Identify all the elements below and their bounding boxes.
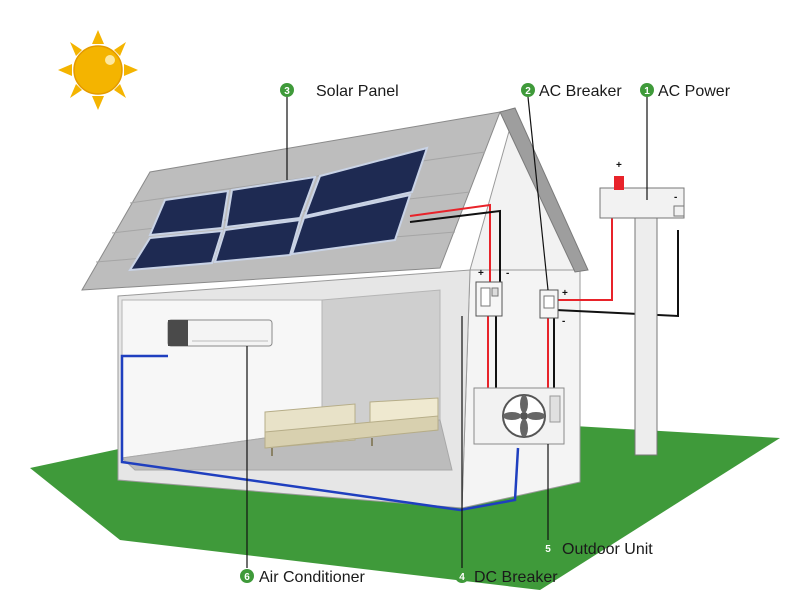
sign-minus: - xyxy=(506,268,509,279)
wire-indoor-loop xyxy=(120,354,520,512)
leader-ac-breaker xyxy=(527,96,549,291)
badge-number: 5 xyxy=(545,544,551,555)
air-conditioner-unit xyxy=(167,319,273,347)
wire-ac-power-positive xyxy=(556,192,613,301)
badge xyxy=(455,569,469,583)
label-dc-breaker: DC Breaker xyxy=(474,569,558,586)
label-ac-breaker: AC Breaker xyxy=(539,83,622,100)
ac-breaker-box xyxy=(539,289,559,319)
sign-plus: + xyxy=(562,288,568,299)
label-air-conditioner: Air Conditioner xyxy=(259,569,366,586)
badge-number: 4 xyxy=(459,572,465,583)
sign-minus: - xyxy=(562,316,565,327)
badge xyxy=(280,83,294,97)
label-solar-panel: Solar Panel xyxy=(316,83,399,100)
sofa xyxy=(264,397,439,456)
badge-number: 3 xyxy=(284,86,290,97)
callout-dc-breaker: 4 DC Breaker xyxy=(455,569,558,586)
outdoor-unit xyxy=(473,387,565,445)
solar-panel xyxy=(290,193,412,256)
sign-plus: + xyxy=(478,268,484,279)
badge-number: 2 xyxy=(525,86,531,97)
callout-air-conditioner: 6 Air Conditioner xyxy=(240,569,366,586)
label-ac-power: AC Power xyxy=(658,83,731,100)
dc-breaker-box xyxy=(475,281,503,317)
wire-ac-power-negative xyxy=(555,230,679,318)
badge xyxy=(240,569,254,583)
solar-panel xyxy=(213,218,302,264)
callout-outdoor-unit: 5 Outdoor Unit xyxy=(541,541,653,558)
badge xyxy=(521,83,535,97)
solar-panel xyxy=(128,229,224,272)
solar-panel xyxy=(224,175,317,229)
badge xyxy=(640,83,654,97)
roof-ridge xyxy=(499,107,589,273)
solar-panel-array xyxy=(128,146,429,272)
utility-pole xyxy=(599,176,685,456)
label-outdoor-unit: Outdoor Unit xyxy=(562,541,653,558)
callout-ac-power: 1 AC Power xyxy=(640,83,731,100)
badge-number: 1 xyxy=(644,86,650,97)
solar-panel xyxy=(303,146,429,218)
sun-icon xyxy=(58,30,138,110)
solar-panel xyxy=(148,189,230,237)
sign-minus: - xyxy=(674,192,677,203)
badge-number: 6 xyxy=(244,572,250,583)
callout-ac-breaker: 2 AC Breaker xyxy=(521,83,622,100)
badge xyxy=(541,541,555,555)
callout-solar-panel: 3 Solar Panel xyxy=(280,83,399,100)
sign-plus: + xyxy=(616,160,622,171)
